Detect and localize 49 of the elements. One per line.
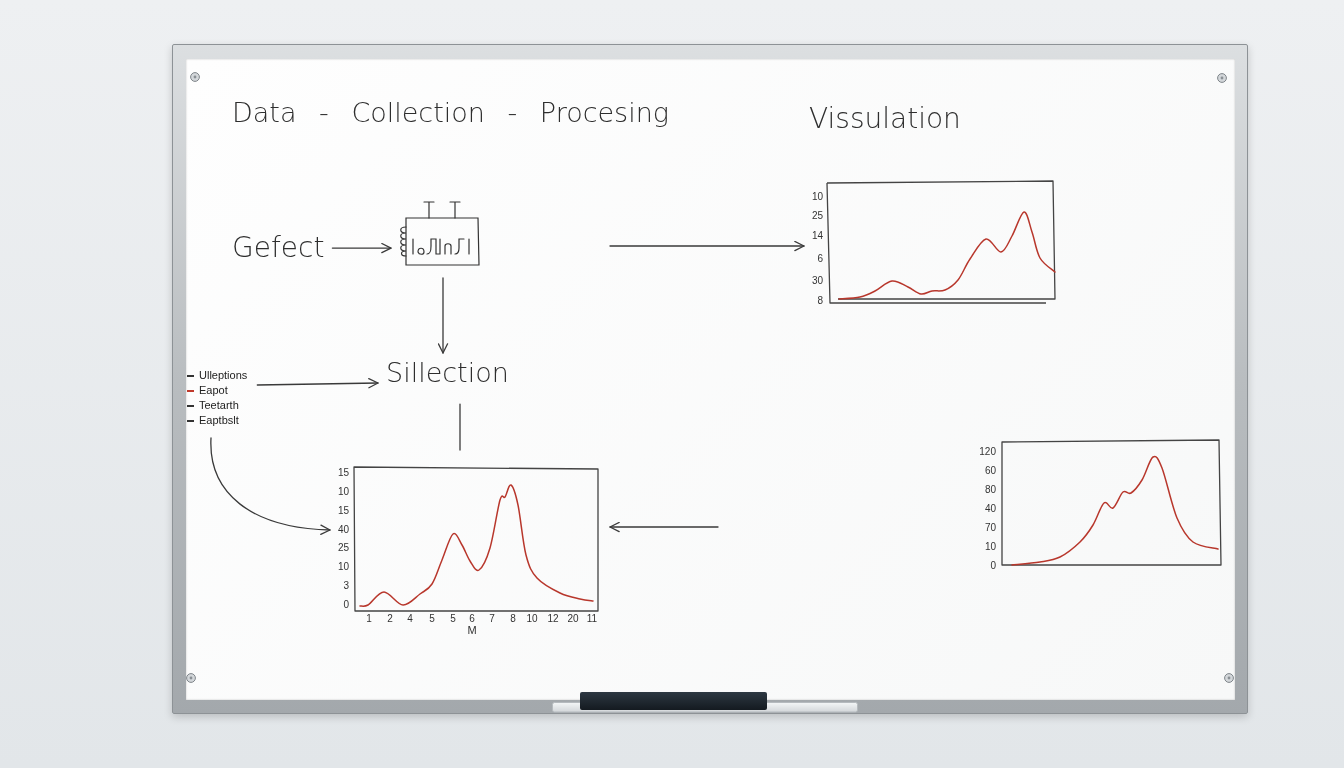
axis-tick-label: 25	[337, 543, 349, 553]
axis-tick-label: 0	[343, 600, 349, 610]
axis-tick-label: 0	[990, 561, 996, 571]
axis-tick-label: 6	[817, 254, 823, 264]
list-item: Eaptbslt	[199, 415, 239, 426]
curved-arrow	[210, 437, 331, 535]
axis-tick-label: 120	[979, 447, 996, 457]
axis-tick-label: 8	[817, 296, 823, 306]
axis-tick-label: 5	[429, 614, 435, 624]
axis-tick-label: 60	[984, 466, 996, 476]
axis-tick-label: 1	[366, 614, 372, 624]
axis-tick-label: 7	[489, 614, 495, 624]
arrow	[609, 521, 719, 533]
step-label: Gefect	[232, 232, 325, 265]
axis-tick-label: 25	[811, 211, 823, 221]
axis-tick-label: 40	[984, 504, 996, 514]
connector-line	[459, 403, 461, 451]
axis-tick-label: 11	[586, 614, 598, 624]
step-label: Sillection	[386, 357, 509, 389]
axis-tick-label: 10	[526, 614, 538, 624]
list-item: Teetarth	[199, 400, 239, 411]
axis-tick-label: 2	[387, 614, 393, 624]
axis-tick-label: 10	[984, 542, 996, 552]
axis-tick-label: 80	[984, 485, 996, 495]
arrow	[331, 242, 392, 254]
arrow	[437, 277, 449, 354]
axis-tick-label: 12	[547, 614, 559, 624]
axis-tick-label: 10	[337, 487, 349, 497]
arrow	[609, 240, 805, 252]
axis-tick-label: 14	[811, 231, 823, 241]
arrow	[256, 377, 379, 389]
axis-tick-label: 40	[337, 525, 349, 535]
axis-tick-label: 20	[567, 614, 579, 624]
section-heading: Vissulation	[809, 103, 961, 136]
list-item: Eapot	[199, 385, 228, 396]
axis-tick-label: 10	[337, 562, 349, 572]
list-item: Ulleptions	[199, 370, 248, 381]
axis-tick-label: 3	[343, 581, 349, 591]
axis-tick-label: 8	[510, 614, 516, 624]
axis-tick-label: 6	[469, 614, 475, 624]
axis-tick-label: 5	[450, 614, 456, 624]
axis-tick-label: 15	[337, 468, 349, 478]
axis-tick-label: 15	[337, 506, 349, 516]
axis-tick-label: 30	[811, 276, 823, 286]
axis-tick-label: 70	[984, 523, 996, 533]
axis-tick-label: 10	[811, 192, 823, 202]
axis-tick-label: 4	[407, 614, 413, 624]
board-heading: Data - Collection - Procesing	[232, 97, 669, 129]
axis-title: M	[467, 625, 477, 636]
